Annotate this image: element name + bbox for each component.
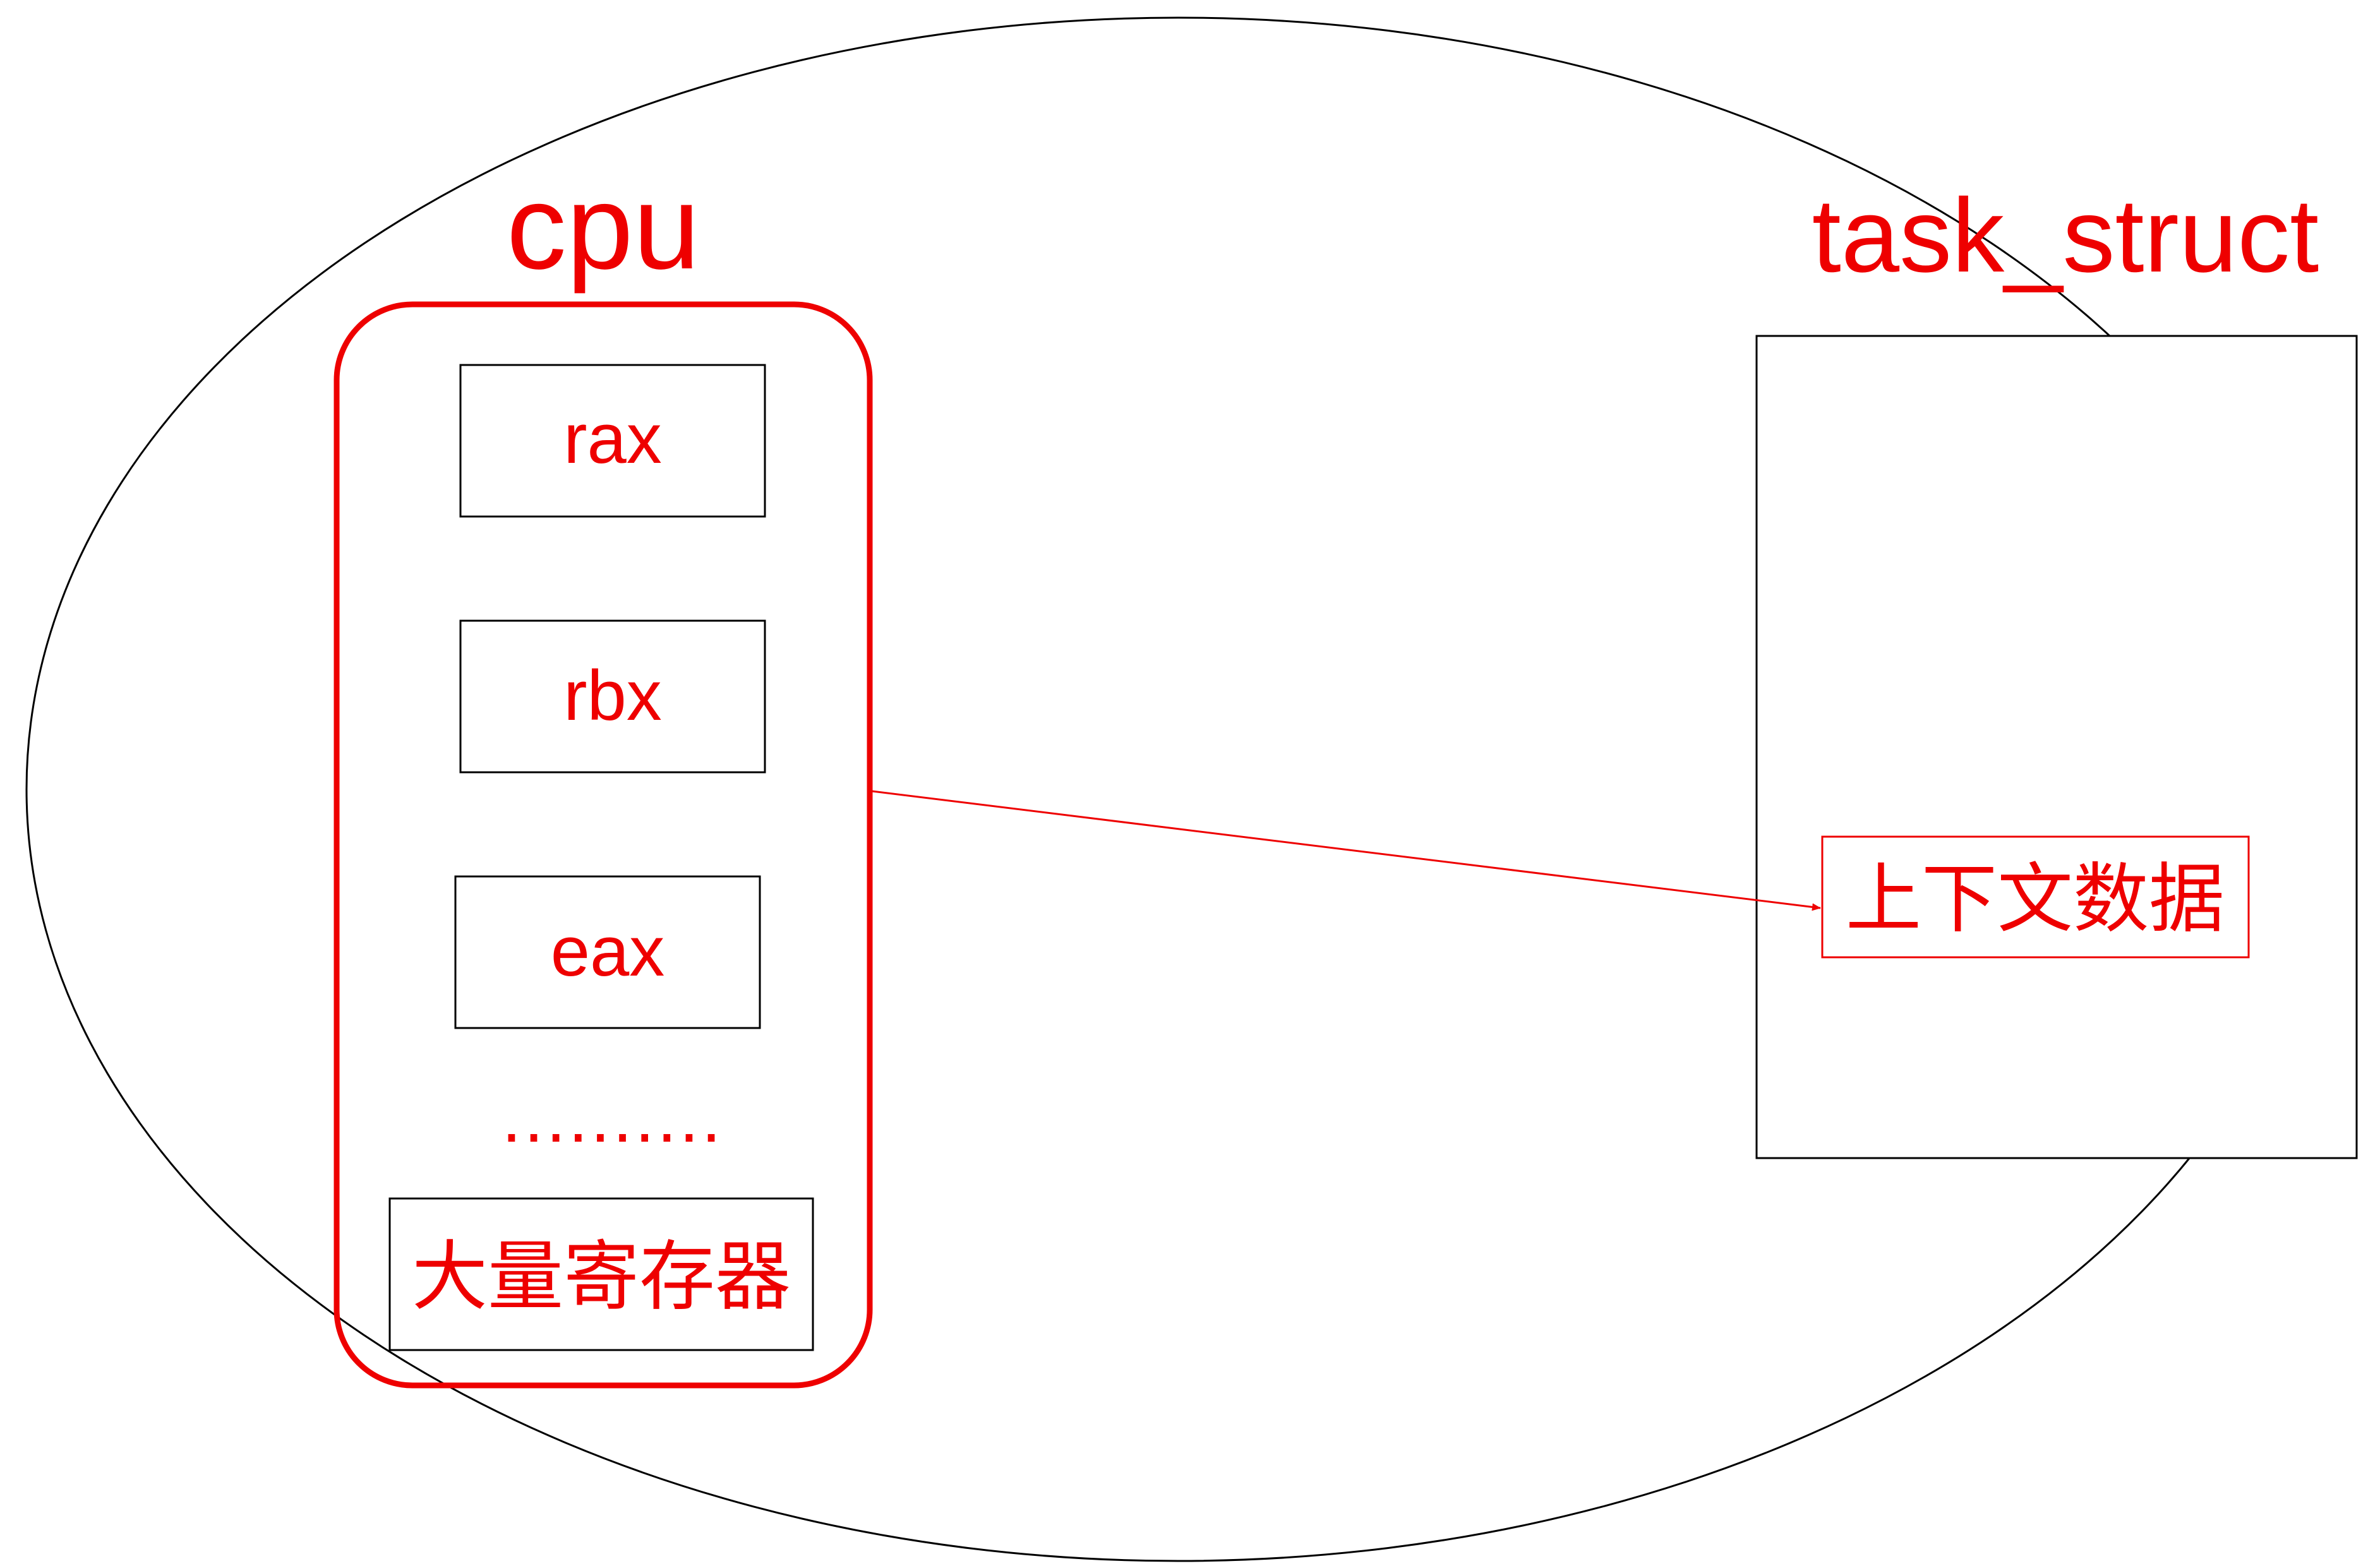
register-label-rax: rax	[563, 399, 662, 478]
cpu-title: cpu	[507, 160, 700, 294]
register-box-rax	[459, 364, 766, 518]
cpu-container	[334, 301, 873, 1389]
save-context-arrow	[872, 790, 1821, 911]
register-box-rbx	[459, 619, 766, 774]
task-struct-box	[1755, 335, 2358, 1159]
register-label-rbx: rbx	[563, 656, 662, 735]
task-struct-title: task_struct	[1812, 177, 2319, 294]
many-registers-label: 大量寄存器	[412, 1233, 791, 1321]
register-ellipsis: ..........	[502, 1078, 723, 1157]
context-data-label: 上下文数据	[1846, 856, 2225, 943]
context-data-box	[1821, 835, 2250, 959]
many-registers-box	[388, 1197, 814, 1351]
register-box-eax	[454, 875, 761, 1029]
register-label-eax: eax	[551, 912, 665, 991]
